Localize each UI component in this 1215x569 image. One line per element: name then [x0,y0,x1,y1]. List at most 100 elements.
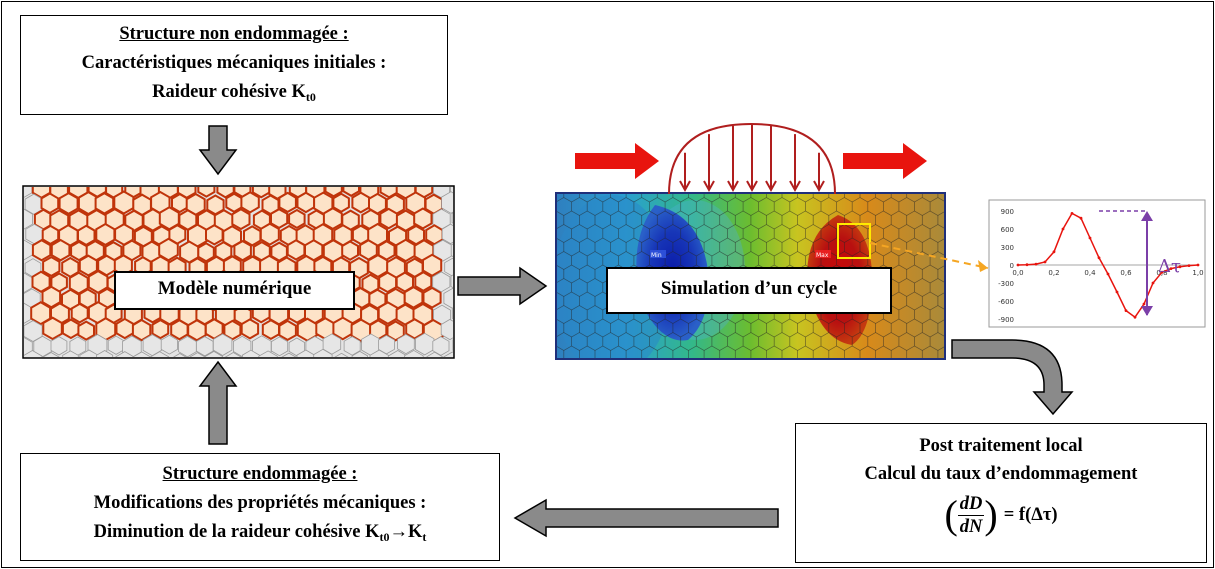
mesh-cell [180,367,198,388]
sim-mesh-cell [906,210,923,230]
sim-mesh-cell [812,345,830,359]
sim-mesh-cell [665,360,681,378]
sim-mesh-cell [781,193,798,203]
mesh-cell [244,385,260,403]
sim-mesh-cell [649,224,666,243]
mesh-cell [252,369,269,388]
sim-mesh-cell [946,198,962,216]
mesh-cell [397,333,415,355]
sim-mesh-cell [688,210,705,230]
sim-mesh-cell [937,291,945,311]
mesh-cell [469,242,486,262]
sim-mesh-cell [579,345,596,359]
mesh-cell [471,179,490,201]
mesh-cell [152,384,170,405]
mesh-cell [377,301,399,325]
mesh-cell [251,187,271,199]
sim-mesh-cell [906,193,923,203]
mesh-cell [31,239,52,262]
sim-mesh-cell [875,318,892,338]
mesh-cell [424,384,440,403]
sim-mesh-cell [797,193,814,203]
sim-mesh-cell [851,197,869,216]
sim-mesh-cell [946,279,962,297]
mesh-cell [172,353,187,357]
sim-mesh-cell [868,360,884,378]
sim-mesh-cell [556,210,565,230]
mesh-cell [450,274,453,289]
load-arrow [813,152,825,193]
sim-mesh-cell [656,193,674,203]
mesh-cell [415,332,435,356]
sim-mesh-cell [672,193,689,203]
post-line1: Post traitement local [919,436,1083,456]
formula-numerator: dD [957,493,985,516]
sim-mesh-cell [883,360,899,378]
mesh-cell [42,255,61,278]
sim-mesh-cell [610,237,627,257]
mesh-cell [469,304,486,324]
initial-title: Structure non endommagée : [119,24,349,44]
box-initial-structure: Structure non endommagée : Caractéristiq… [20,15,448,115]
mesh-cell [461,383,477,401]
sim-mesh-cell [711,197,728,216]
sim-mesh-cell [695,332,713,351]
mesh-cell [197,242,215,263]
data-point [1079,216,1083,220]
sim-mesh-cell [625,237,643,257]
mesh-cell [442,351,453,357]
sim-mesh-cell [914,278,931,297]
sim-mesh-cell [727,224,744,243]
sim-mesh-cell [914,332,931,351]
sim-mesh-cell [766,345,783,359]
sim-mesh-cell [929,278,945,297]
mesh-cell [460,193,476,212]
sim-mesh-cell [719,345,736,359]
sim-mesh-cell [633,224,650,243]
data-point [1196,263,1200,267]
sim-mesh-cell [664,197,682,216]
mesh-cell [42,316,63,341]
sim-mesh-cell [758,197,775,216]
right-arrow-middle [457,266,548,306]
sim-mesh-cell [766,237,783,257]
sim-mesh-cell [680,332,697,351]
load-arrow [789,134,801,193]
mesh-cell [343,336,361,356]
mesh-cell [95,222,116,247]
sim-mesh-cell [594,237,611,257]
sim-mesh-cell [758,224,775,243]
mesh-cell [379,207,399,230]
x-tick-label: 1,0 [1192,269,1203,277]
sim-mesh-cell [828,318,845,338]
sim-mesh-cell [898,305,915,324]
sim-mesh-cell [579,210,596,230]
sim-mesh-cell [695,224,713,243]
sim-mesh-cell [921,318,939,338]
sim-mesh-cell [719,237,736,257]
sim-mesh-cell [828,210,845,230]
mesh-cell [434,367,451,387]
mesh-cell [216,187,235,199]
post-line2: Calcul du taux d’endommagement [864,464,1138,484]
delta-tau-label: Δτ [1158,256,1181,277]
sim-mesh-cell [664,224,682,243]
data-point [1142,302,1146,306]
x-tick-label: 0,0 [1012,269,1023,277]
mesh-cell [58,191,79,215]
sim-mesh-cell [812,210,830,230]
mesh-cell [450,243,453,257]
sim-mesh-cell [610,318,627,338]
sim-mesh-cell [898,224,915,243]
mesh-cell [296,191,316,214]
data-point [1160,270,1164,274]
mesh-cell [15,366,33,387]
mesh-cell [107,367,124,387]
sim-mesh-cell [618,332,635,351]
mesh-cell [305,368,322,388]
mesh-cell [460,256,477,275]
mesh-cell [53,369,69,387]
sim-mesh-cell [672,345,689,359]
sim-mesh-cell [844,318,861,338]
sim-mesh-cell [688,237,705,257]
